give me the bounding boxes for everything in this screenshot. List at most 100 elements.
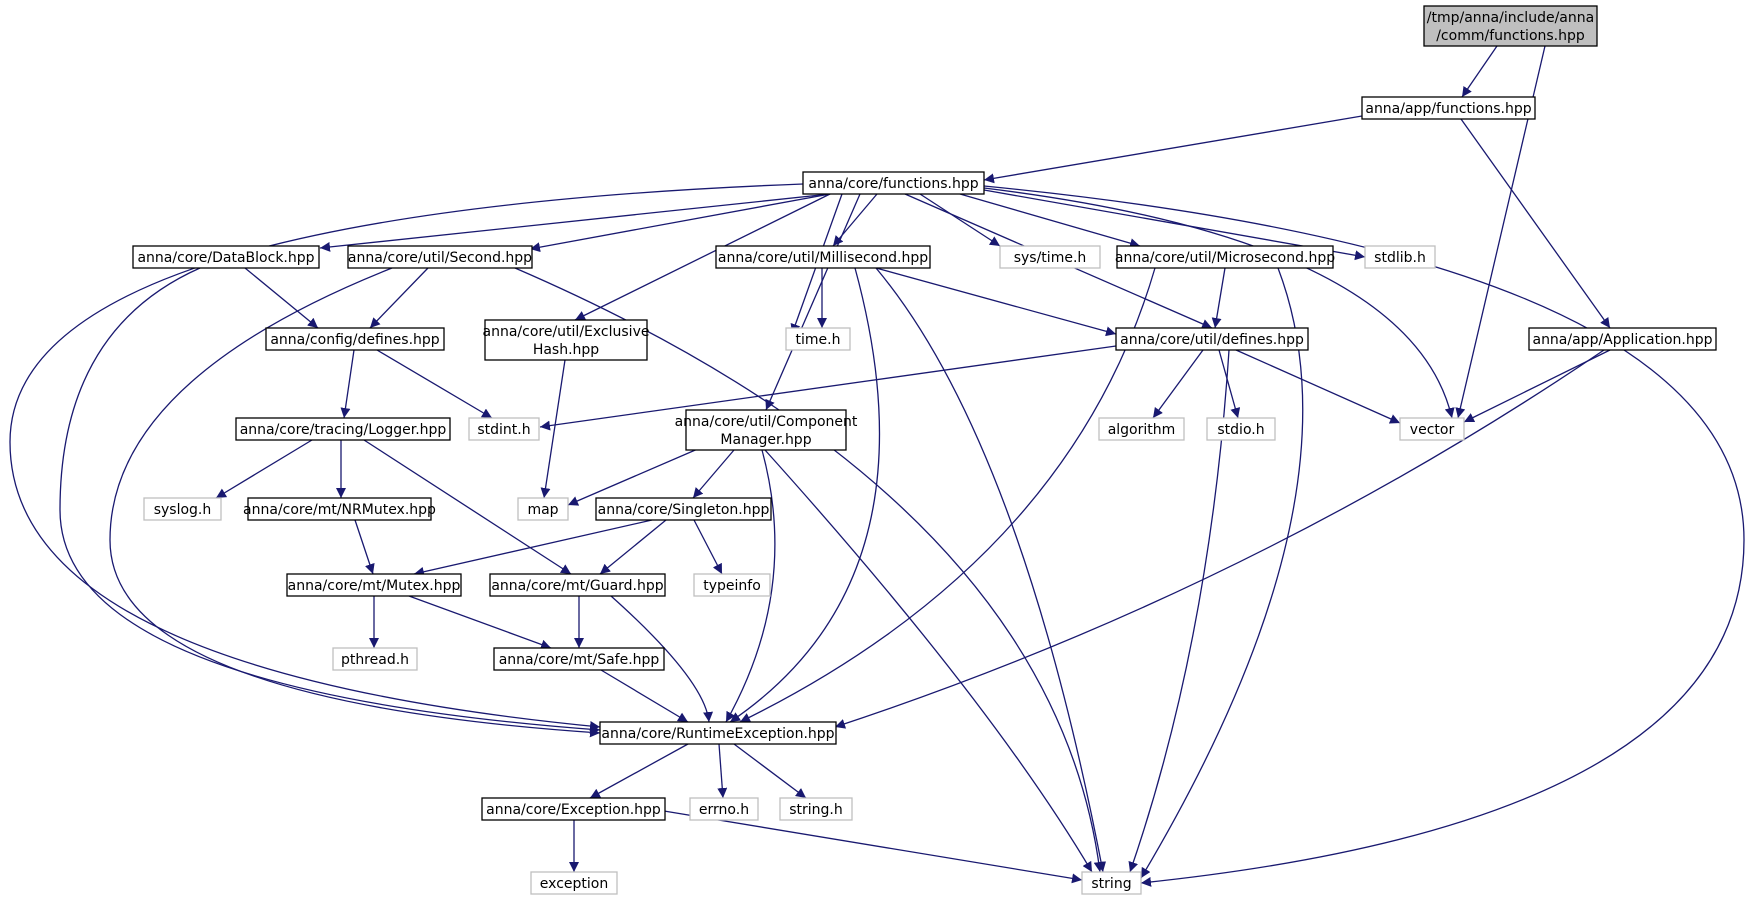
node-box-algorithm — [1098, 417, 1185, 441]
node-stdint: stdint.h — [468, 417, 540, 441]
node-label-algorithm: algorithm — [1108, 422, 1176, 438]
edge-util_defines-to-vector — [1235, 349, 1401, 424]
node-label-second: anna/core/util/Second.hpp — [348, 250, 532, 266]
node-label-string_h: string.h — [789, 802, 843, 818]
node-app_functions[interactable]: anna/app/functions.hpp — [1361, 96, 1536, 120]
node-box-stdlib — [1364, 245, 1436, 269]
node-box-string — [1081, 871, 1142, 895]
edge-core_functions-to-sys_time — [919, 193, 1001, 247]
node-box-pthread — [332, 647, 418, 671]
nodes: /tmp/anna/include/anna/comm/functions.hp… — [132, 5, 1717, 895]
edge-util_defines-to-stdint — [539, 345, 1117, 431]
edge-singleton-to-typeinfo — [693, 519, 723, 575]
edge-util_defines-to-stdio — [1218, 349, 1241, 419]
node-root[interactable]: /tmp/anna/include/anna/comm/functions.hp… — [1423, 5, 1598, 47]
node-box-exception_hpp — [481, 797, 666, 821]
node-box-errno — [689, 797, 759, 821]
node-label-stdlib: stdlib.h — [1374, 250, 1426, 266]
node-box-time_h — [785, 327, 851, 351]
node-label-stdint: stdint.h — [477, 422, 530, 438]
edge-singleton-to-mutex — [413, 519, 653, 577]
node-box-logger — [235, 417, 451, 441]
node-exception: exception — [530, 871, 618, 895]
node-box-app_functions — [1361, 96, 1536, 120]
edge-logger-to-syslog — [215, 439, 313, 499]
node-runtime_exception[interactable]: anna/core/RuntimeException.hpp — [599, 721, 837, 745]
node-datablock[interactable]: anna/core/DataBlock.hpp — [132, 245, 320, 269]
edge-nrmutex-to-mutex — [354, 519, 375, 575]
node-label-vector: vector — [1410, 422, 1455, 438]
edge-singleton-to-guard — [599, 519, 667, 575]
node-label-singleton: anna/core/Singleton.hpp — [598, 502, 770, 518]
edge-microsecond-to-util_defines — [1211, 267, 1226, 329]
node-label-logger: anna/core/tracing/Logger.hpp — [240, 422, 447, 438]
node-second[interactable]: anna/core/util/Second.hpp — [347, 245, 533, 269]
node-exception_hpp[interactable]: anna/core/Exception.hpp — [481, 797, 666, 821]
node-box-map — [517, 497, 569, 521]
node-label-root-line1: /tmp/anna/include/anna — [1427, 10, 1594, 26]
node-stdlib: stdlib.h — [1364, 245, 1436, 269]
node-nrmutex[interactable]: anna/core/mt/NRMutex.hpp — [243, 497, 436, 521]
edge-safe-to-runtime_exception — [600, 669, 689, 723]
edge-millisecond-to-string — [875, 267, 1107, 873]
node-config_defines[interactable]: anna/config/defines.hpp — [265, 327, 445, 351]
edge-logger-to-guard — [363, 439, 572, 575]
edge-core_functions-to-second — [529, 193, 831, 253]
node-label-exclusive_hash-line1: anna/core/util/Exclusive — [483, 324, 650, 340]
node-syslog: syslog.h — [143, 497, 222, 521]
edge-app_functions-to-core_functions — [983, 115, 1363, 184]
node-millisecond[interactable]: anna/core/util/Millisecond.hpp — [715, 245, 931, 269]
node-label-app_functions: anna/app/functions.hpp — [1365, 101, 1531, 117]
node-box-util_defines — [1115, 327, 1309, 351]
node-label-runtime_exception: anna/core/RuntimeException.hpp — [601, 726, 834, 742]
node-time_h: time.h — [785, 327, 851, 351]
node-label-typeinfo: typeinfo — [703, 578, 761, 594]
edge-core_functions-to-component_manager — [765, 193, 861, 411]
node-pthread: pthread.h — [332, 647, 418, 671]
node-guard[interactable]: anna/core/mt/Guard.hpp — [489, 573, 666, 597]
node-label-syslog: syslog.h — [154, 502, 212, 518]
node-safe[interactable]: anna/core/mt/Safe.hpp — [493, 647, 665, 671]
node-singleton[interactable]: anna/core/Singleton.hpp — [595, 497, 772, 521]
node-mutex[interactable]: anna/core/mt/Mutex.hpp — [286, 573, 462, 597]
node-box-nrmutex — [247, 497, 432, 521]
node-label-map: map — [527, 502, 558, 518]
edge-core_functions-to-string — [983, 185, 1745, 887]
edge-app_functions-to-application — [1460, 118, 1611, 329]
node-box-exception — [530, 871, 618, 895]
node-box-vector — [1399, 417, 1465, 441]
edge-component_manager-to-runtime_exception — [725, 449, 776, 723]
edge-mutex-to-safe — [408, 595, 552, 650]
node-box-sys_time — [999, 245, 1101, 269]
node-logger[interactable]: anna/core/tracing/Logger.hpp — [235, 417, 451, 441]
node-label-millisecond: anna/core/util/Millisecond.hpp — [718, 250, 928, 266]
edge-exclusive_hash-to-map — [540, 359, 566, 499]
edge-runtime_exception-to-string_h — [733, 743, 807, 799]
node-box-mutex — [286, 573, 462, 597]
edge-component_manager-to-map — [567, 447, 701, 506]
edge-millisecond-to-runtime_exception — [729, 267, 881, 723]
node-sys_time: sys/time.h — [999, 245, 1101, 269]
edge-core_functions-to-microsecond — [959, 193, 1141, 249]
node-label-microsecond: anna/core/util/Microsecond.hpp — [1115, 250, 1335, 266]
node-box-stdio — [1206, 417, 1276, 441]
node-map: map — [517, 497, 569, 521]
edge-root-to-app_functions — [1461, 45, 1498, 98]
node-core_functions[interactable]: anna/core/functions.hpp — [802, 171, 985, 195]
node-label-datablock: anna/core/DataBlock.hpp — [137, 250, 314, 266]
node-box-string_h — [779, 797, 853, 821]
node-box-datablock — [132, 245, 320, 269]
node-box-second — [347, 245, 533, 269]
node-label-config_defines: anna/config/defines.hpp — [270, 332, 439, 348]
node-box-core_functions — [802, 171, 985, 195]
edge-second-to-string — [514, 267, 1104, 873]
node-microsecond[interactable]: anna/core/util/Microsecond.hpp — [1115, 245, 1335, 269]
edge-exception_hpp-to-string — [663, 810, 1083, 884]
node-util_defines[interactable]: anna/core/util/defines.hpp — [1115, 327, 1309, 351]
node-label-component_manager-line2: Manager.hpp — [720, 432, 811, 448]
node-box-application — [1528, 327, 1717, 351]
node-application[interactable]: anna/app/Application.hpp — [1528, 327, 1717, 351]
